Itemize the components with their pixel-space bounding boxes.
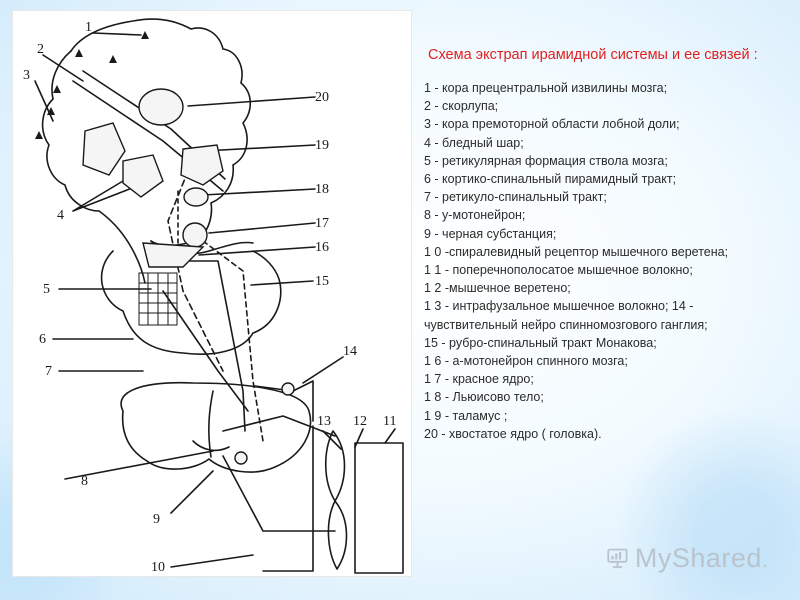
legend-item: 8 - у-мотонейрон; [424,208,526,223]
diagram-label-9: 9 [153,512,160,527]
muscle-fiber [354,442,404,574]
red-nucleus-shape [182,222,208,248]
logo-text: MyShared. [635,543,768,574]
legend-item: 20 - хвостатое ядро ( головка). [424,426,602,441]
legend-item: 1 0 -спиралевидный рецептор мышечного ве… [424,244,729,259]
legend-item: 7 - ретикуло-спинальный тракт; [424,190,607,205]
subthalamic-body-shape [183,187,209,207]
legend-item: 1 2 -мышечное веретено; [424,281,571,296]
legend-item: 2 - скорлупа; [424,99,499,114]
legend-item: 1 6 - а-мотонейрон спинного мозга; [424,354,628,369]
caudate-nucleus-shape [138,88,184,126]
legend-item: 3 - кора премоторной области лобной доли… [424,117,680,132]
sensory-ganglion-shape [281,382,295,396]
logo-dot: . [761,549,768,572]
legend-item: 1 1 - поперечнополосатое мышечное волокн… [424,263,693,278]
diagram-label-14: 14 [343,344,357,359]
diagram-label-2: 2 [37,42,44,57]
diagram-label-3: 3 [23,68,30,83]
diagram-label-6: 6 [39,332,46,347]
legend-item: 1 7 - красное ядро; [424,372,534,387]
legend-item: 4 - бледный шар; [424,135,524,150]
diagram-label-5: 5 [43,282,50,297]
diagram-label-15: 15 [315,274,329,289]
diagram-label-17: 17 [315,216,329,231]
legend-item: 9 - черная субстанция; [424,226,557,241]
putamen-shape [82,122,126,176]
myshared-logo[interactable]: MyShared. [606,540,768,576]
diagram-label-13: 13 [317,414,331,429]
legend-item: 1 9 - таламус ; [424,408,508,423]
diagram-label-1: 1 [85,20,92,35]
legend-item: 5 - ретикулярная формация ствола мозга; [424,153,668,168]
diagram-label-11: 11 [383,414,396,429]
cortex-outline [70,18,252,247]
legend-item: 1 8 - Льюисово тело; [424,390,544,405]
logo-wordmark: MyShared [634,542,762,573]
diagram-label-19: 19 [315,138,329,153]
diagram-label-20: 20 [315,90,329,105]
globus-pallidus-shape [122,154,164,198]
spinal-cord-section [120,381,312,473]
muscle-spindle [324,430,346,502]
diagram-label-16: 16 [315,240,329,255]
legend-item: 1 3 - интрафузальное мышечное волокно; 1… [424,299,708,332]
diagram-label-12: 12 [353,414,367,429]
legend-item: 1 - кора прецентральной извилины мозга; [424,81,668,95]
thalamus-shape [180,144,224,186]
reticular-formation-grid [138,272,178,326]
legend-item: 15 - рубро-спинальный тракт Монакова; [424,335,657,350]
substantia-nigra-shape [142,242,205,268]
legend-list: 1 - кора прецентральной извилины мозга; … [424,79,774,443]
slide-title: Схема экстрап ирамидной системы и ее свя… [428,47,758,63]
legend-item: 6 - кортико-спинальный пирамидный тракт; [424,172,677,187]
diagram-label-8: 8 [81,474,88,489]
diagram-label-4: 4 [57,208,64,223]
description-panel: Схема экстрап ирамидной системы и ее свя… [424,46,774,443]
diagram-label-7: 7 [45,364,52,379]
diagram-label-10: 10 [151,560,165,575]
extrapyramidal-diagram: 1 2 3 4 5 6 7 8 9 10 11 12 13 14 15 16 1… [12,10,412,577]
gamma-motoneuron-shape [234,451,248,465]
presentation-board-icon [607,548,628,569]
diagram-label-18: 18 [315,182,329,197]
